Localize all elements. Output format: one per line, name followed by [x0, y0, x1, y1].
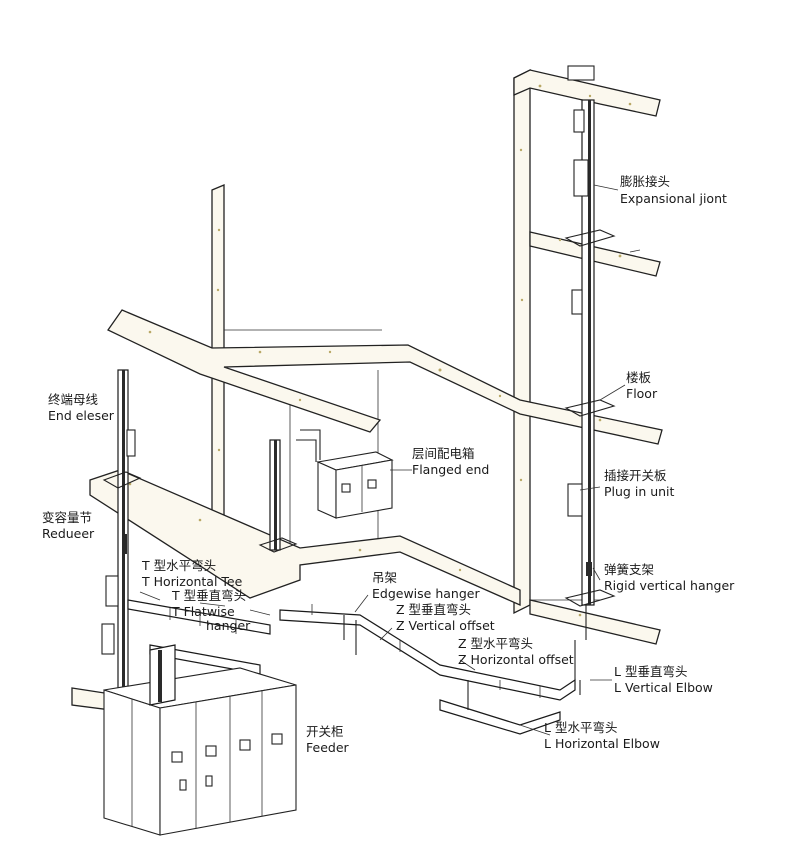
label-feeder: 开关柜 Feeder	[306, 724, 350, 755]
label-l-vertical-elbow: L 型垂直弯头 L Vertical Elbow	[614, 664, 713, 695]
label-l-horizontal-elbow: L 型水平弯头 L Horizontal Elbow	[544, 720, 660, 751]
svg-text:hanger: hanger	[206, 618, 251, 633]
svg-text:L Vertical Elbow: L Vertical Elbow	[614, 680, 713, 695]
label-rigid-vertical-hanger: 弹簧支架 Rigid vertical hanger	[604, 562, 735, 593]
lower-run	[279, 609, 576, 701]
l-horizontal-run	[439, 699, 561, 735]
svg-text:T 型水平弯头: T 型水平弯头	[141, 558, 216, 573]
svg-text:Edgewise hanger: Edgewise hanger	[372, 586, 480, 601]
concrete-texture	[128, 84, 632, 617]
svg-text:膨胀接头: 膨胀接头	[620, 174, 670, 189]
svg-text:开关柜: 开关柜	[306, 724, 344, 739]
svg-text:Z Vertical offset: Z Vertical offset	[396, 618, 495, 633]
label-flanged-end: 层间配电箱 Flanged end	[412, 446, 489, 477]
plug-in-unit-body	[567, 483, 583, 517]
svg-text:Z 型垂直弯头: Z 型垂直弯头	[396, 602, 471, 617]
feeder-switchgear	[103, 644, 297, 836]
label-reducer: 变容量节 Redueer	[42, 510, 95, 541]
top-feed-box	[567, 65, 595, 81]
riser-box-left-1	[105, 575, 119, 607]
floor-slabs	[71, 69, 663, 716]
label-floor: 楼板 Floor	[626, 370, 658, 401]
label-z-vertical-offset: Z 型垂直弯头 Z Vertical offset	[396, 602, 495, 633]
riser-box-left-2	[101, 623, 115, 655]
riser-box-2	[571, 289, 583, 315]
svg-text:插接开关板: 插接开关板	[604, 468, 667, 483]
svg-text:L 型水平弯头: L 型水平弯头	[544, 720, 617, 735]
svg-text:楼板: 楼板	[626, 370, 652, 385]
riser-top-box	[573, 109, 585, 133]
svg-text:终端母线: 终端母线	[48, 392, 99, 407]
svg-text:T Horizontal Tee: T Horizontal Tee	[141, 574, 243, 589]
flanged-end-cabinet	[316, 451, 394, 519]
right-column-front	[513, 68, 531, 615]
svg-text:End eleser: End eleser	[48, 408, 115, 423]
label-edgewise-hanger: 吊架 Edgewise hanger	[372, 570, 480, 601]
svg-text:Redueer: Redueer	[42, 526, 95, 541]
label-t-horizontal-tee: T 型水平弯头 T Horizontal Tee	[141, 558, 243, 589]
svg-text:层间配电箱: 层间配电箱	[412, 446, 475, 461]
t-run	[127, 599, 271, 635]
svg-text:Expansional jiont: Expansional jiont	[620, 191, 727, 206]
svg-text:T Flatwise: T Flatwise	[171, 604, 235, 619]
svg-text:吊架: 吊架	[372, 570, 397, 585]
label-expansion-joint: 膨胀接头 Expansional jiont	[620, 174, 727, 206]
expansion-joint-body	[573, 159, 589, 197]
label-plug-in-unit: 插接开关板 Plug in unit	[604, 468, 675, 499]
svg-text:L 型垂直弯头: L 型垂直弯头	[614, 664, 687, 679]
svg-text:变容量节: 变容量节	[42, 510, 92, 525]
slab-level-4-right	[529, 599, 661, 645]
svg-text:Floor: Floor	[626, 386, 658, 401]
svg-text:Z Horizontal offset: Z Horizontal offset	[458, 652, 574, 667]
svg-text:L Horizontal Elbow: L Horizontal Elbow	[544, 736, 660, 751]
slab-level-2	[529, 231, 661, 277]
svg-text:Plug in unit: Plug in unit	[604, 484, 675, 499]
svg-text:Flanged end: Flanged end	[412, 462, 489, 477]
svg-text:Feeder: Feeder	[306, 740, 350, 755]
slab-level-3	[107, 309, 663, 445]
label-t-flatwise-hanger: T 型垂直弯头 T Flatwise hanger	[171, 588, 251, 633]
horizontal-busway	[127, 599, 587, 735]
svg-text:Z 型水平弯头: Z 型水平弯头	[458, 636, 533, 651]
label-end-closer: 终端母线 End eleser	[48, 392, 115, 423]
svg-text:Rigid vertical hanger: Rigid vertical hanger	[604, 578, 735, 593]
labels: 膨胀接头 Expansional jiont 楼板 Floor 终端母线 End…	[42, 174, 735, 755]
busway-risers	[101, 65, 616, 691]
label-z-horizontal-offset: Z 型水平弯头 Z Horizontal offset	[458, 636, 574, 667]
top-slab	[513, 69, 661, 117]
svg-text:T 型垂直弯头: T 型垂直弯头	[171, 588, 246, 603]
leader-lines	[139, 184, 626, 736]
svg-text:弹簧支架: 弹簧支架	[604, 562, 654, 577]
